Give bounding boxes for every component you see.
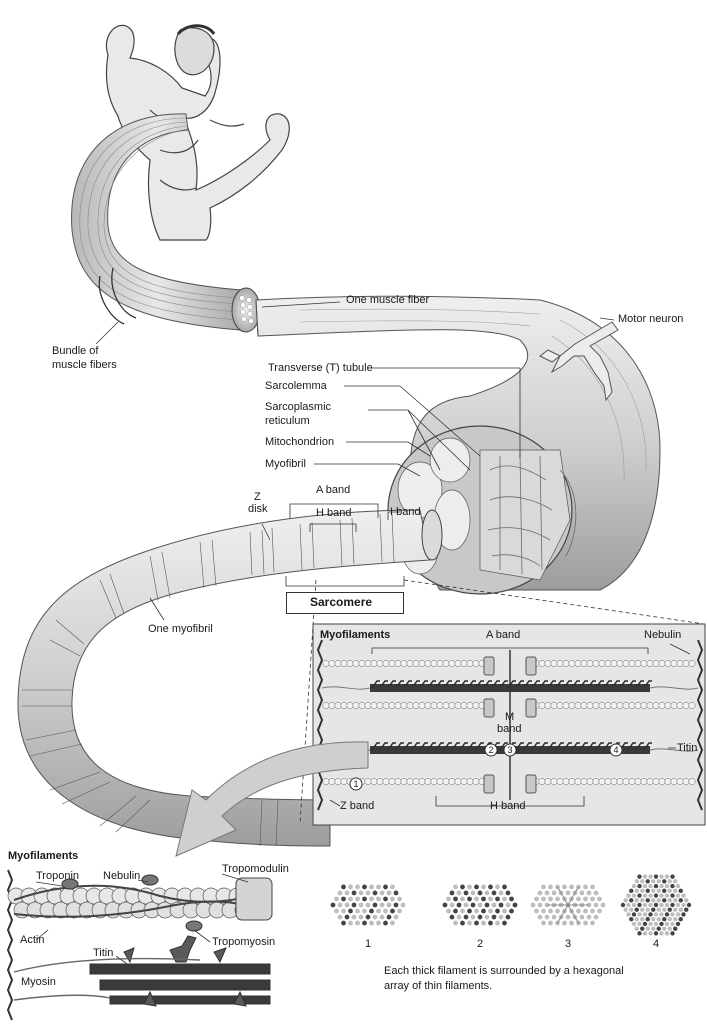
panel-title: Myofilaments <box>320 629 390 642</box>
detail-tropomodulin: Tropomodulin <box>222 863 289 876</box>
detail-actin: Actin <box>20 934 44 947</box>
detail-nebulin: Nebulin <box>103 870 140 883</box>
label-t-tubule: Transverse (T) tubule <box>268 362 373 375</box>
label-motor-neuron: Motor neuron <box>618 313 683 326</box>
detail-troponin: Troponin <box>36 870 79 883</box>
array-number-2: 2 <box>472 938 488 951</box>
label-h-band: H band <box>316 507 351 520</box>
array-number-3: 3 <box>560 938 576 951</box>
panel-z-band: Z band <box>340 800 374 813</box>
label-one-muscle-fiber: One muscle fiber <box>346 294 429 307</box>
array-number-4: 4 <box>648 938 664 951</box>
label-disk: disk <box>248 503 268 516</box>
label-mitochondrion: Mitochondrion <box>265 436 334 449</box>
detail-titin: Titin <box>93 947 113 960</box>
panel-marker-2: 2 <box>485 744 497 757</box>
panel-titin: Titin <box>677 742 697 755</box>
label-sr-line1: Sarcoplasmic <box>265 401 331 414</box>
detail-tropomyosin: Tropomyosin <box>212 936 275 949</box>
label-bundle-line1: Bundle of <box>52 345 98 358</box>
array-number-1: 1 <box>360 938 376 951</box>
detail-title: Myofilaments <box>8 850 78 863</box>
array-caption-line2: array of thin filaments. <box>384 980 492 993</box>
detail-myosin: Myosin <box>21 976 56 989</box>
panel-marker-3: 3 <box>504 744 516 757</box>
label-bundle-line2: muscle fibers <box>52 359 117 372</box>
label-sr-line2: reticulum <box>265 415 310 428</box>
panel-nebulin: Nebulin <box>644 629 681 642</box>
panel-h-band: H band <box>490 800 525 813</box>
panel-a-band: A band <box>486 629 520 642</box>
hexagonal-arrays <box>331 874 692 935</box>
label-sarcomere: Sarcomere <box>310 596 372 609</box>
label-myofibril: Myofibril <box>265 458 306 471</box>
array-caption-line1: Each thick filament is surrounded by a h… <box>384 965 624 978</box>
panel-marker-1: 1 <box>350 778 362 791</box>
panel-marker-4: 4 <box>610 744 622 757</box>
label-i-band: I band <box>390 506 421 519</box>
label-sarcolemma: Sarcolemma <box>265 380 327 393</box>
label-a-band: A band <box>316 484 350 497</box>
panel-band: band <box>497 723 521 736</box>
label-one-myofibril: One myofibril <box>148 623 213 636</box>
